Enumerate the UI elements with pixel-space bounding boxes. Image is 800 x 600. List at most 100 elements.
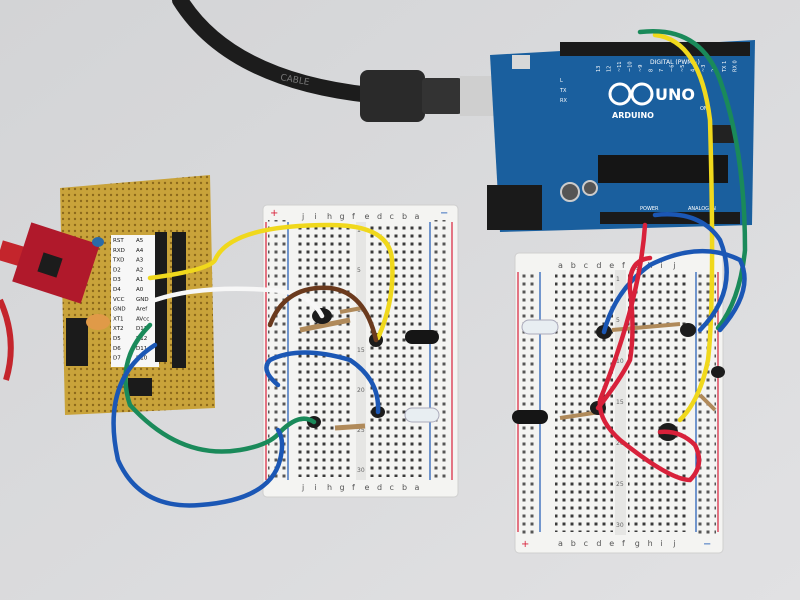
pin-label: D12: [136, 336, 147, 342]
tx-led-label: TX: [559, 88, 567, 94]
row-number: 25: [616, 481, 624, 488]
column-letter: d: [377, 483, 382, 492]
blue-wire: [264, 350, 381, 415]
pin-label: D4: [113, 287, 121, 293]
resistor: [299, 317, 351, 333]
yellow-wire: [652, 32, 715, 423]
pin-number-label: 7: [659, 69, 665, 72]
row-number: 15: [357, 347, 365, 354]
pin-label: A3: [136, 258, 144, 264]
digital-label: DIGITAL (PWM~): [650, 59, 700, 66]
column-letter: j: [672, 539, 675, 548]
column-letter: f: [622, 261, 625, 270]
ir-led: [404, 407, 440, 423]
wire-end: [711, 366, 725, 378]
analog-power-header: [600, 212, 740, 224]
resistor: [334, 423, 366, 431]
pin-label: GND: [136, 297, 149, 303]
brand-text: ARDUINO: [612, 111, 654, 120]
pin-label: XT1: [113, 316, 124, 322]
column-letter: g: [340, 483, 345, 492]
pin-label: D5: [113, 336, 121, 342]
column-letter: e: [365, 212, 370, 221]
usb-cable: CABLE: [172, 0, 505, 122]
pin-number-label: 13: [596, 66, 602, 72]
column-letter: b: [402, 212, 407, 221]
rail-minus: −: [703, 539, 711, 550]
reset-button: [512, 55, 530, 69]
row-number: 15: [616, 399, 624, 406]
pin-number-label: ~6: [670, 65, 676, 72]
column-letter: j: [672, 261, 675, 270]
column-letter: g: [340, 212, 345, 221]
power-jack: [487, 185, 542, 230]
column-letter: e: [609, 539, 614, 548]
pin-label: VCC: [113, 297, 125, 303]
digital-header: [560, 42, 750, 56]
pin-label: RST: [113, 238, 124, 244]
column-letter: a: [558, 539, 563, 548]
column-letter: c: [584, 539, 588, 548]
model-text: UNO: [655, 85, 695, 104]
rail-plus: +: [521, 539, 529, 550]
pin-label: D13: [136, 326, 148, 332]
column-letter: d: [596, 261, 601, 270]
wire-end: [680, 323, 696, 337]
column-letter: e: [365, 483, 370, 492]
arduino-board: UNO ARDUINO DIGITAL (PWM~) POWER ANALOG …: [487, 40, 755, 232]
terminal-strip-fghij: [628, 274, 686, 532]
pin-number-label: RX 0: [733, 60, 739, 72]
blue-wire: [601, 248, 747, 335]
column-letter: h: [327, 483, 332, 492]
row-number: 30: [616, 522, 624, 529]
atmega-chip: [598, 155, 728, 183]
rail-plus: +: [270, 208, 278, 219]
column-letter: a: [415, 483, 420, 492]
pin-number-label: 4: [691, 69, 697, 72]
module-chip: [37, 252, 63, 278]
l-led-label: L: [560, 78, 563, 84]
column-letter: c: [390, 212, 394, 221]
pin-label: XT2: [113, 326, 124, 332]
resistor: [698, 393, 717, 412]
analog-label: ANALOG IN: [688, 206, 716, 212]
blue-wire: [111, 342, 285, 508]
ir-receiver: [512, 410, 548, 424]
column-letter: c: [584, 261, 588, 270]
column-letter: i: [660, 539, 662, 548]
row-number: 5: [616, 317, 620, 324]
column-letter: d: [377, 212, 382, 221]
brown-wire: [267, 285, 379, 343]
small-capacitor: [92, 237, 104, 247]
center-channel: [356, 222, 366, 480]
on-led-label: ON: [700, 106, 708, 112]
column-letter: a: [558, 261, 563, 270]
resistor: [339, 306, 363, 314]
arduino-logo: [608, 82, 654, 106]
column-letter: i: [660, 261, 662, 270]
row-number: 5: [357, 267, 361, 274]
left-components: [299, 306, 440, 431]
pin-label: A0: [136, 287, 144, 293]
power-label: POWER: [640, 206, 659, 212]
pin-label: AVcc: [136, 316, 149, 322]
power-rail-left: [268, 220, 286, 482]
pin-number-label: ~11: [617, 61, 623, 72]
capacitor: [582, 180, 598, 196]
pin-label: Aref: [136, 307, 148, 313]
red-wire: [597, 222, 702, 483]
row-number: 20: [357, 387, 365, 394]
jumper-wires: [111, 28, 748, 508]
pin-number-label: ~10: [628, 61, 634, 72]
terminal-strip-abcde: [368, 225, 424, 477]
ir-receiver: [405, 330, 439, 344]
pin-label: D7: [113, 356, 121, 362]
row-number: 1: [616, 276, 620, 283]
